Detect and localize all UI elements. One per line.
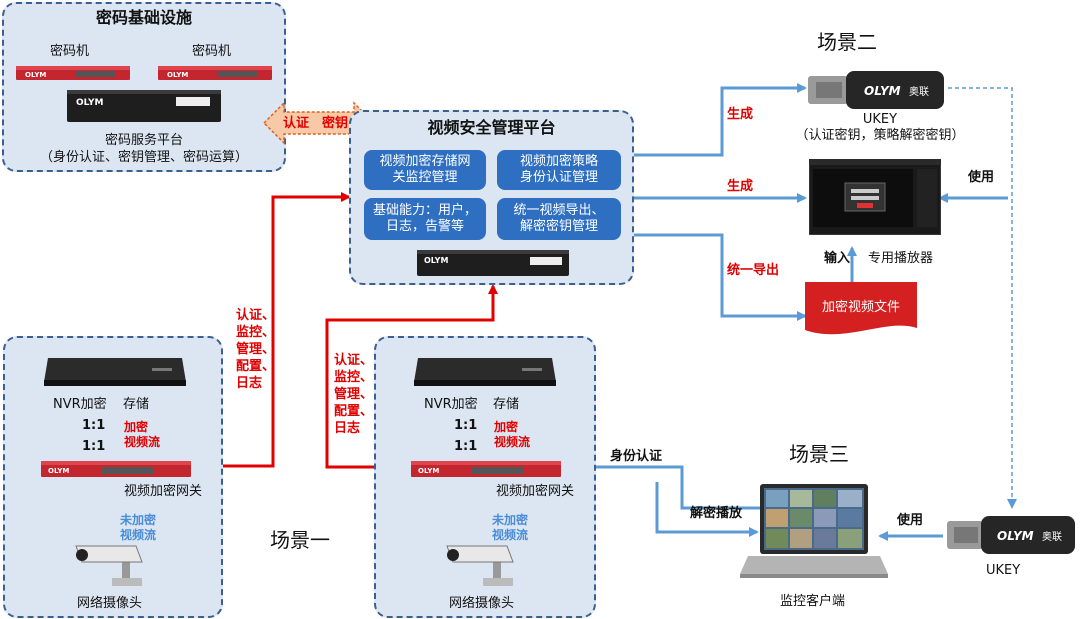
scene2-use-label: 使用: [968, 170, 995, 185]
platform-func-storage-gateway: 视频加密存储网关监控管理: [364, 150, 486, 190]
encrypted-file-icon: [805, 282, 917, 335]
arrow-mgmt-scene1: [188, 192, 351, 471]
mid-mgmt-0: 认证、: [334, 353, 374, 368]
scene1-mgmt-3: 配置、: [236, 359, 276, 374]
scene2-ukey-label: UKEY: [862, 112, 898, 127]
scene2-file-label: 加密视频文件: [821, 300, 900, 315]
scene3-identity-label: 身份认证: [610, 449, 663, 464]
ukey-brand-text-1: OLYM: [864, 84, 901, 98]
scene1-unenc-line2: 视频流: [120, 528, 157, 542]
arrow-mgmt-scene-mid: [325, 284, 498, 472]
platform-func-encrypt-policy: 视频加密策略身份认证管理: [497, 150, 621, 190]
arrow-gateway-to-client: [655, 482, 759, 537]
mid-mgmt-1: 监控、: [334, 370, 374, 385]
infra-device1-label: 密码机: [50, 44, 90, 59]
scene3-title: 场景三: [789, 442, 849, 466]
nvr-device-icon: [44, 358, 186, 386]
camera-icon: [75, 545, 143, 586]
scene2-input-label: 输入: [824, 251, 851, 266]
scene3-client-label: 监控客户端: [780, 594, 846, 609]
brand-text-2: OLYM: [167, 71, 188, 79]
mid-enc-line2: 视频流: [494, 435, 531, 449]
brand-text-6: OLYM: [418, 467, 439, 475]
platform-server-icon: OLYM: [417, 250, 569, 276]
scene2-title: 场景二: [817, 30, 877, 54]
infra-title: 密码基础设施: [95, 8, 192, 27]
auth-key-double-arrow: [262, 101, 376, 145]
mid-enc-line1: 加密: [494, 420, 519, 434]
video-security-platform-panel: [349, 110, 634, 285]
ukey-brand-text-2: OLYM: [997, 529, 1034, 543]
mid-mgmt-2: 管理、: [334, 387, 374, 402]
ukey-icon: OLYM 奥联: [947, 516, 1075, 554]
scene1-gateway-label: 视频加密网关: [124, 484, 203, 499]
scene1-nvr-label: NVR加密: [53, 397, 107, 412]
camera-icon: [446, 545, 514, 586]
ukey-brand-cn-2: 奥联: [1042, 530, 1062, 543]
scene1-unenc-line1: 未加密: [120, 513, 157, 527]
scene3-ukey-label: UKEY: [986, 563, 1021, 578]
scene2-gen1-label: 生成: [727, 107, 754, 122]
scene1-enc-line2: 视频流: [124, 435, 161, 449]
scene1-mgmt-0: 认证、: [236, 308, 276, 323]
auth-arrow-left-label: 认证: [283, 116, 310, 131]
mid-store-label: 存储: [493, 397, 520, 412]
mid-nvr-label: NVR加密: [424, 397, 478, 412]
mid-gateway-label: 视频加密网关: [496, 484, 575, 499]
ukey-icon: OLYM 奥联: [808, 71, 944, 109]
mid-ratio1: 1:1: [454, 418, 478, 433]
auth-arrow-right-label: 密钥: [322, 116, 349, 131]
scene1-mgmt-4: 日志: [236, 376, 263, 391]
scene1-title: 场景一: [270, 528, 330, 552]
arrow-platform-to-file: [633, 233, 807, 321]
arrow-platform-to-ukey: [633, 83, 807, 157]
mid-mgmt-4: 日志: [334, 421, 361, 436]
infra-device2-label: 密码机: [192, 44, 232, 59]
laptop-icon: [740, 484, 888, 578]
nvr-device-icon: [414, 358, 556, 386]
mid-ratio2: 1:1: [454, 439, 478, 454]
mid-unenc-line1: 未加密: [492, 513, 529, 527]
crypto-server-icon: OLYM: [67, 90, 221, 122]
crypto-machine-icon: OLYM: [16, 66, 130, 80]
scene2-player-label: 专用播放器: [868, 251, 934, 266]
brand-text-3: OLYM: [76, 98, 104, 108]
infra-platform-label: 密码服务平台: [104, 133, 183, 148]
platform-func-export-key: 统一视频导出、解密密钥管理: [497, 198, 621, 240]
platform-func-basic-capability: 基础能力：用户，日志，告警等: [364, 198, 486, 240]
scene2-gen2-label: 生成: [727, 179, 754, 194]
arrow-client-to-gateway: [561, 462, 762, 510]
brand-text-4: OLYM: [424, 256, 448, 265]
gateway-device-icon: OLYM: [41, 461, 191, 477]
infra-platform-sub: （身份认证、密钥管理、密码运算）: [39, 150, 248, 165]
platform-title: 视频安全管理平台: [427, 118, 556, 137]
brand-text-1: OLYM: [25, 71, 46, 79]
crypto-infrastructure-panel: [2, 2, 286, 172]
scene3-use-label: 使用: [897, 513, 924, 528]
scene3-decrypt-label: 解密播放: [690, 506, 743, 521]
scene2-export-label: 统一导出: [727, 263, 780, 278]
scene1-camera-label: 网络摄像头: [77, 596, 143, 611]
scene1-mgmt-1: 监控、: [236, 325, 276, 340]
dashed-ukey-link: [948, 87, 1017, 509]
scene1-ratio1: 1:1: [82, 418, 106, 433]
mid-camera-label: 网络摄像头: [449, 596, 515, 611]
scene1-store-label: 存储: [123, 397, 150, 412]
gateway-device-icon: OLYM: [411, 461, 561, 477]
ukey-brand-cn-1: 奥联: [909, 85, 929, 98]
scene1-enc-line1: 加密: [124, 420, 149, 434]
mid-mgmt-3: 配置、: [334, 404, 374, 419]
brand-text-5: OLYM: [48, 467, 69, 475]
mid-unenc-line2: 视频流: [492, 528, 529, 542]
scene1-ratio2: 1:1: [82, 439, 106, 454]
scene2-ukey-sub: （认证密钥，策略解密密钥）: [795, 128, 965, 143]
scene1-mgmt-2: 管理、: [236, 342, 276, 357]
crypto-machine-icon: OLYM: [158, 66, 272, 80]
player-window: [809, 159, 941, 235]
